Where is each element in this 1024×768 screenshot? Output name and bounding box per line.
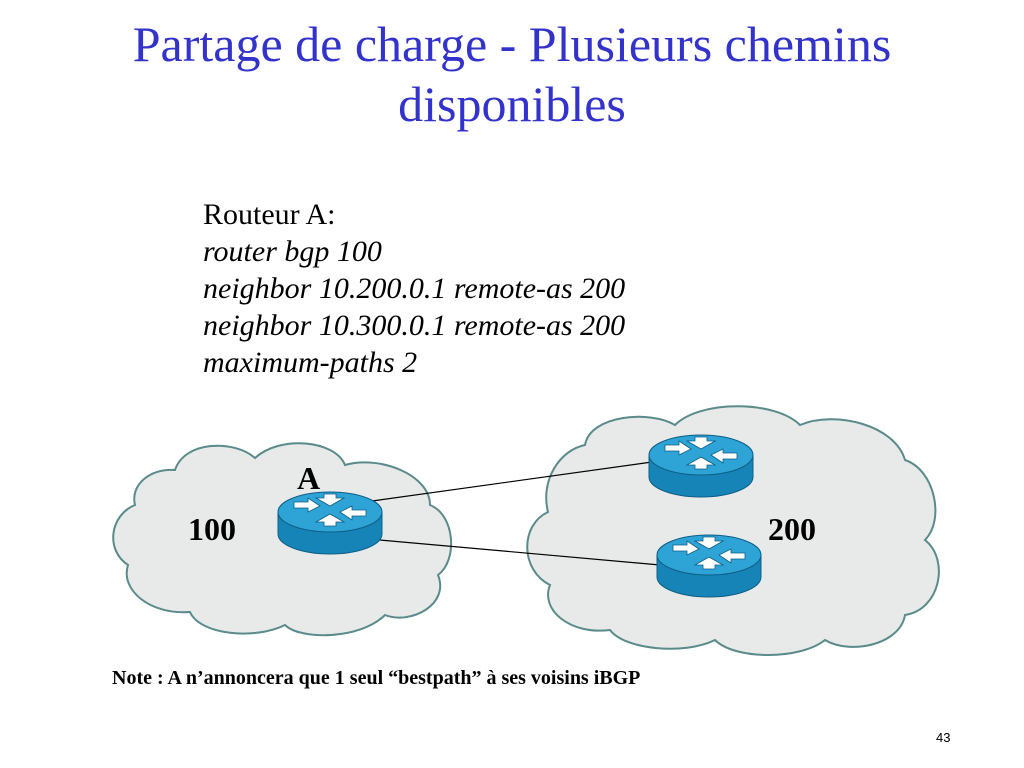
link-a-to-upper-router <box>364 461 653 503</box>
router-a-label: A <box>297 460 320 496</box>
slide-title: Partage de charge - Plusieurs chemins di… <box>0 14 1024 134</box>
router-a-icon <box>277 491 383 555</box>
as-200-cloud <box>526 405 940 656</box>
config-command: neighbor 10.300.0.1 remote-as 200 <box>203 309 626 342</box>
ibgp-note: Note : A n’annoncera que 1 seul “bestpat… <box>112 667 641 689</box>
config-heading: Routeur A: <box>203 198 336 231</box>
config-command: maximum-paths 2 <box>203 346 418 379</box>
as-200-label: 200 <box>768 511 816 547</box>
config-command: router bgp 100 <box>203 235 382 268</box>
title-line-1: Partage de charge - Plusieurs chemins <box>132 16 892 72</box>
title-line-2: disponibles <box>398 76 626 132</box>
page-number: 43 <box>936 730 951 745</box>
router-config-block: Routeur A: router bgp 100 neighbor 10.20… <box>203 196 625 381</box>
link-a-to-lower-router <box>379 539 661 566</box>
router-upper-icon <box>648 434 754 498</box>
as-100-label: 100 <box>188 511 236 547</box>
config-command: neighbor 10.200.0.1 remote-as 200 <box>203 272 626 305</box>
router-lower-icon <box>656 534 762 598</box>
